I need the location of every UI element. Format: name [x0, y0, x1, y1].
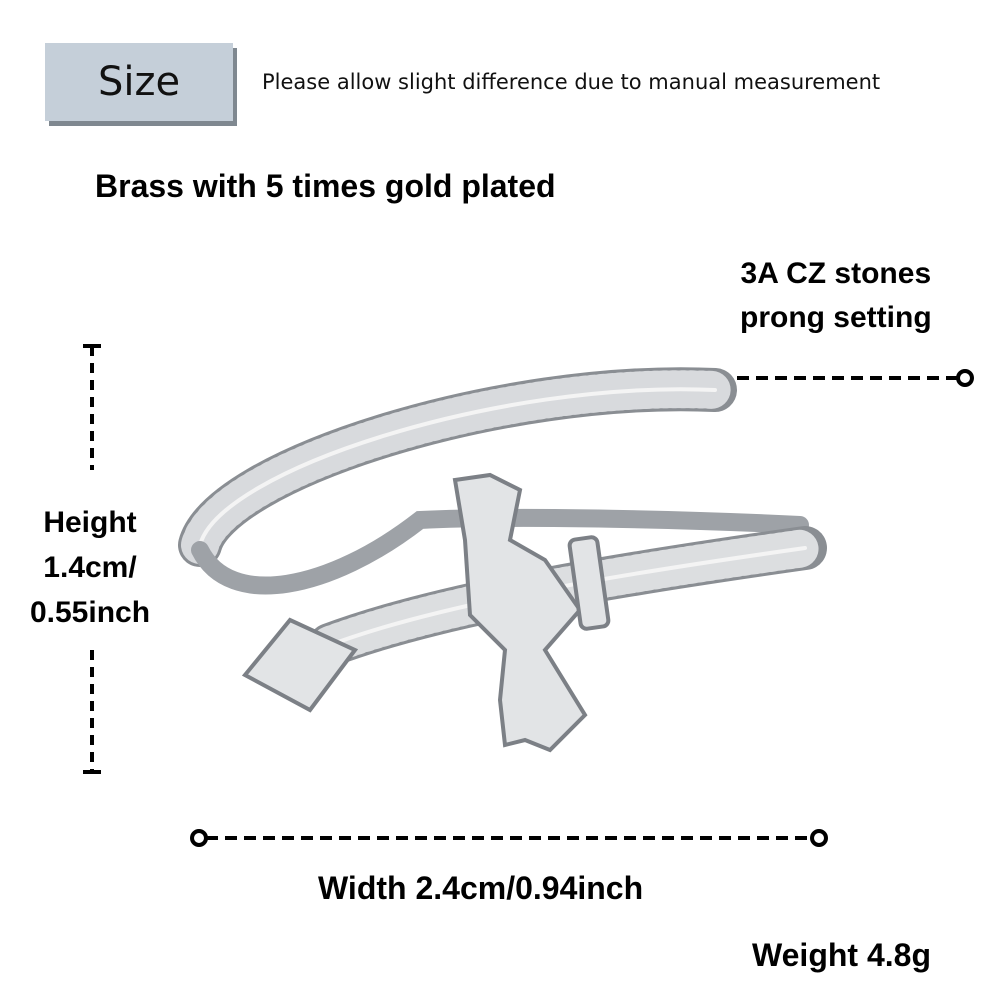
stones-text: 3A CZ stones prong setting	[740, 252, 932, 340]
size-label: Size	[97, 59, 181, 105]
height-line-3: 0.55inch	[29, 596, 151, 629]
height-text: Height 1.4cm/ 0.55inch	[20, 500, 160, 635]
cross-pendant	[241, 472, 611, 753]
measurement-note: Please allow slight difference due to ma…	[262, 70, 881, 94]
stones-line-1: 3A CZ stones	[740, 257, 932, 290]
material-text: Brass with 5 times gold plated	[95, 168, 556, 204]
width-dimension-line	[190, 829, 828, 847]
height-line-1: Height	[43, 506, 137, 539]
height-dimension-line	[83, 344, 101, 774]
stones-line-2: prong setting	[740, 301, 932, 334]
size-heading: Size	[45, 43, 233, 121]
weight-text: Weight 4.8g	[752, 937, 931, 973]
height-line-2: 1.4cm/	[43, 551, 137, 584]
width-text: Width 2.4cm/0.94inch	[318, 870, 644, 906]
